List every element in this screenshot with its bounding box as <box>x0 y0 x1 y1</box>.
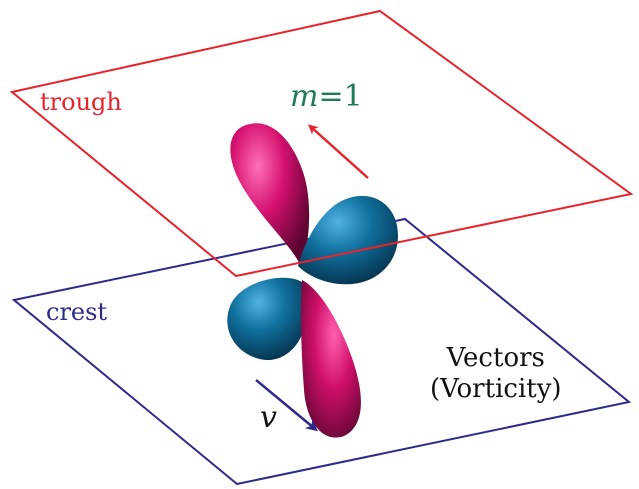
velocity-label: v <box>260 400 277 435</box>
m-value: =1 <box>318 79 363 114</box>
crest-plane <box>11 217 632 486</box>
crest-label: crest <box>46 298 108 326</box>
upper-left-magenta-lobe <box>230 123 310 267</box>
upper-right-blue-lobe <box>298 195 398 285</box>
velocity-arrow <box>255 379 318 432</box>
vectors-label-line2: (Vorticity) <box>430 374 562 405</box>
vectors-label: Vectors (Vorticity) <box>430 343 562 405</box>
lower-left-blue-lobe <box>227 277 307 361</box>
vectors-label-line1: Vectors <box>446 343 545 373</box>
trough-label: trough <box>40 88 122 116</box>
trough-plane <box>9 9 634 278</box>
m-direction-arrow <box>308 124 369 179</box>
azimuthal-mode-label: m=1 <box>290 82 363 112</box>
lower-right-magenta-lobe <box>300 280 361 438</box>
m-variable: m <box>290 79 319 114</box>
